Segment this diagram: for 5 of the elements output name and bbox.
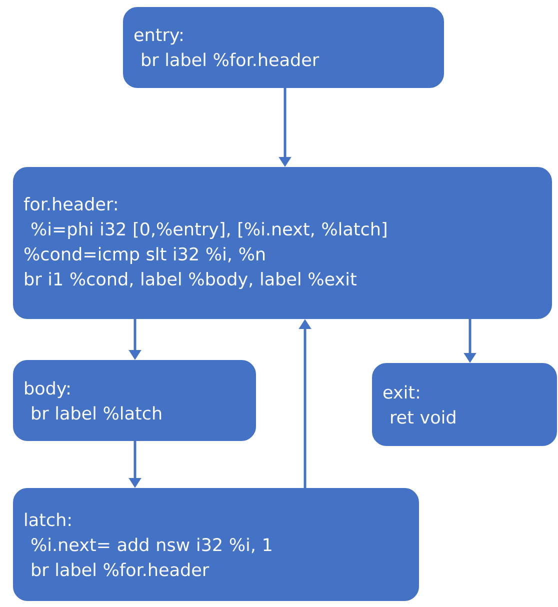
- code-block-box: body: br label %latch: [13, 360, 256, 441]
- code-block-box: entry: br label %for.header: [123, 7, 444, 88]
- code-block-box: latch: %i.next= add nsw i32 %i, 1 br label %for.header: [13, 488, 419, 601]
- code-block-box: for.header: %i=phi i32 [0,%entry], [%i.next, %latch] %cond=icmp slt i32 %i, %n br i1 %cond, label %body, label %exit: [13, 167, 552, 319]
- code-block-box: exit: ret void: [372, 363, 557, 446]
